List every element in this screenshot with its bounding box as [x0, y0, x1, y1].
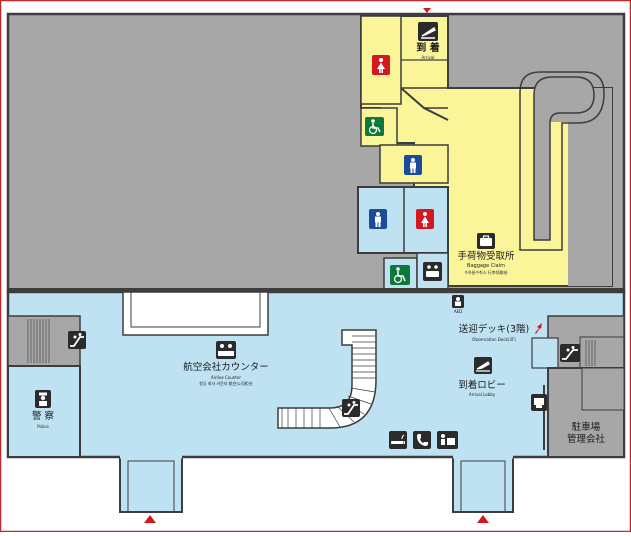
arrival-plane-icon [418, 22, 438, 41]
information-icon [437, 431, 458, 449]
atrium-void [122, 291, 269, 336]
entrance-left [119, 456, 183, 513]
airline-counter-icon [216, 341, 236, 359]
police-label-jp: 警 察 [31, 411, 55, 422]
arrival-lobby-label-en: Arrival Lobby [468, 392, 496, 397]
parking-company-label-line2: 管理会社 [566, 434, 606, 445]
aed-icon [452, 295, 464, 308]
entrance-arrow-left [144, 515, 156, 523]
parking-company-label-line1: 駐車場 [571, 422, 601, 433]
telephone-icon [413, 431, 431, 449]
baggage-icon [477, 233, 495, 249]
entrance-right [452, 456, 514, 513]
police-label-en: Police [37, 424, 49, 429]
police-icon [35, 390, 51, 408]
escalator-icon [68, 331, 86, 349]
female-restroom-icon [372, 55, 390, 75]
observation-deck-label-jp: 送迎デッキ(3階) [458, 324, 530, 335]
baggage-claim-label-sub: 수하물수취소 行李领取处 [464, 270, 508, 275]
male-restroom-icon [404, 155, 422, 175]
baby-room-icon [423, 262, 442, 281]
male-restroom-icon [369, 209, 387, 229]
baggage-claim-label-en: Baggage Claim [467, 263, 505, 269]
airline-counter-label-jp: 航空会社カウンター [183, 362, 269, 373]
airline-counter-label-sub: 항공 회사 카운터 航空公司柜台 [199, 381, 253, 386]
arrival-top-label-en: Arrival [421, 55, 435, 60]
female-restroom-icon [416, 209, 434, 229]
escalator-icon [560, 344, 580, 362]
baggage-claim-label-jp: 手荷物受取所 [457, 251, 515, 262]
accessible-restroom-icon [390, 265, 410, 285]
baggage-carousel [533, 76, 595, 241]
police-room [7, 365, 81, 458]
observation-deck-label-en: Observation Deck(3F) [472, 337, 516, 342]
arrival-top-label-jp: 到 着 [416, 43, 440, 54]
top-arrow [423, 8, 431, 13]
arrival-plane-icon [474, 357, 492, 374]
public-floor [6, 290, 626, 459]
aed-label: AED [453, 309, 463, 314]
up-arrow-icon [535, 323, 542, 334]
smoking-area-icon [389, 431, 407, 449]
accessible-restroom-icon [365, 117, 384, 136]
entrance-arrow-right [477, 515, 489, 523]
parking-ticket-icon [531, 394, 547, 411]
escalator-icon [342, 399, 360, 417]
airline-counter-label-en: Airline Counter [211, 375, 241, 380]
arrival-lobby-label-jp: 到着ロビー [458, 380, 506, 391]
